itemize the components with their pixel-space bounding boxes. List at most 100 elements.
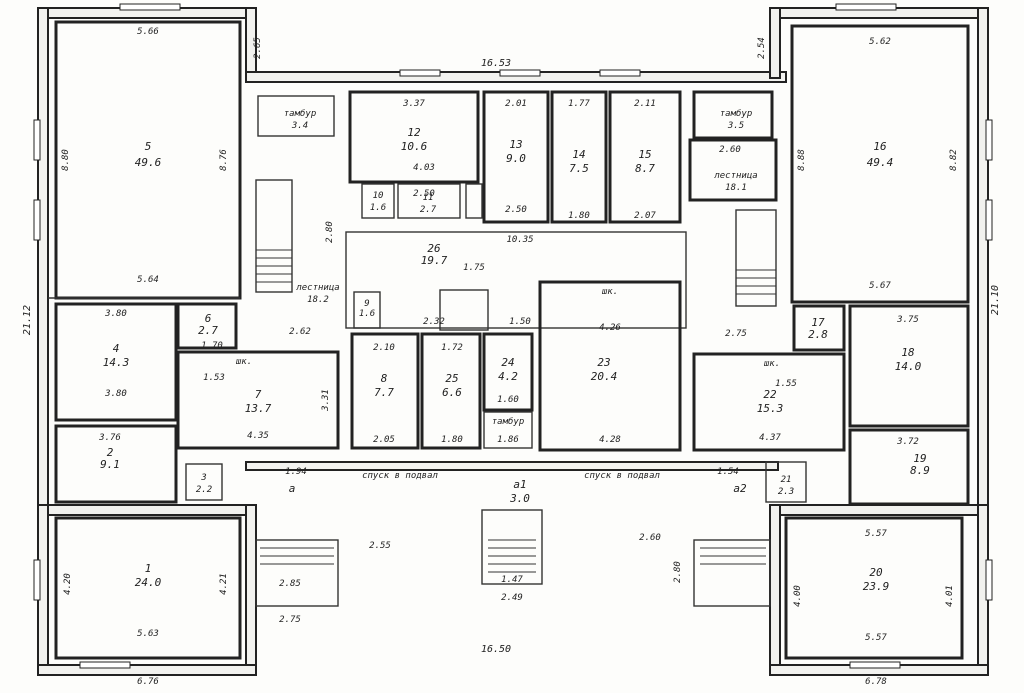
- room-number-19: 19: [913, 452, 926, 465]
- room-area-19: 8.9: [910, 464, 930, 477]
- room-number-2: 2: [107, 446, 114, 459]
- room-number-13: 13: [509, 138, 522, 151]
- dim-right-total: 21.10: [990, 285, 1001, 315]
- dim-corr-bottom: 10.35: [506, 235, 533, 245]
- dim-porch-mid-width: 1.47: [501, 575, 523, 585]
- room-area-18: 14.0: [895, 360, 922, 373]
- room-number-17: 17: [811, 316, 825, 329]
- room-number-25: 25: [445, 372, 458, 385]
- windows: [33, 3, 993, 669]
- dim-154: 1.54: [717, 467, 739, 477]
- room-number-1: 1: [145, 562, 152, 575]
- dim-r1-side2: 4.21: [219, 573, 229, 595]
- dim-r12-bottom: 4.03: [413, 163, 435, 173]
- room-area-20: 23.9: [863, 580, 890, 593]
- dim-r7-bottom: 4.35: [247, 431, 269, 441]
- room-area-21: 2.3: [778, 487, 794, 497]
- dim-r16-top: 5.62: [869, 37, 891, 47]
- room-number-12: 12: [407, 126, 421, 139]
- tambur-right-area: 3.5: [727, 121, 744, 131]
- dim-r14-top: 1.77: [568, 99, 590, 109]
- room-area-17: 2.8: [808, 328, 828, 341]
- dim-r7-side: 3.31: [321, 389, 331, 412]
- room-area-24: 4.2: [498, 370, 518, 383]
- stair-treads: [256, 249, 776, 573]
- stair-right-label: лестница: [713, 171, 757, 181]
- room-number-4: 4: [113, 342, 120, 355]
- dim-r16-bottom: 5.67: [869, 281, 891, 291]
- room-number-11: 11: [423, 193, 434, 203]
- room-area-22: 15.3: [757, 402, 784, 415]
- room-number-20: 20: [869, 566, 883, 579]
- dim-r16-side2: 8.82: [949, 149, 959, 171]
- room-labels: 5 49.6 16 49.4 12 10.6 13 9.0 14 7.5 15 …: [100, 126, 930, 593]
- tambur-left-area: 3.4: [291, 121, 308, 131]
- space-a2-label: a2: [733, 482, 747, 495]
- room-number-7: 7: [255, 388, 262, 401]
- room-area-5: 49.6: [135, 156, 162, 169]
- room-number-10: 10: [373, 191, 384, 201]
- room-number-14: 14: [572, 148, 585, 161]
- dim-153: 1.53: [203, 373, 225, 383]
- dim-porch-right: 2.60: [639, 533, 661, 543]
- room-number-18: 18: [901, 346, 915, 359]
- dim-r25-bottom: 1.80: [441, 435, 463, 445]
- room-area-23: 20.4: [591, 370, 618, 383]
- dim-r25-top: 1.72: [441, 343, 463, 353]
- dim-r4-bottom: 3.80: [104, 389, 127, 399]
- room-area-26: 19.7: [421, 254, 448, 267]
- dim-r15-top: 2.11: [634, 99, 656, 109]
- room-number-6: 6: [205, 312, 212, 325]
- room-area-12: 10.6: [401, 140, 428, 153]
- dim-r23-top: 4.26: [599, 323, 621, 333]
- room-number-15: 15: [638, 148, 651, 161]
- dim-r13-top: 2.01: [505, 99, 527, 109]
- dim-260: 2.60: [719, 145, 741, 155]
- dim-194: 1.94: [285, 467, 307, 477]
- dim-r1-bottom: 5.63: [137, 629, 159, 639]
- room-area-11: 2.7: [420, 205, 437, 215]
- room-number-24: 24: [501, 356, 514, 369]
- outer-walls: [37, 7, 989, 676]
- tambur-right-label: тамбур: [720, 108, 753, 119]
- room-number-9: 9: [364, 299, 369, 309]
- dim-porch-mid: 2.49: [501, 593, 523, 603]
- dim-r20-bottom: 5.57: [865, 633, 887, 643]
- dim-corr-left: 2.32: [423, 317, 445, 327]
- room-area-14: 7.5: [569, 162, 589, 175]
- room-area-13: 9.0: [506, 152, 526, 165]
- dim-r22-top: 2.75: [725, 329, 747, 339]
- dim-bottom-total: 16.50: [481, 644, 511, 655]
- room-area-6: 2.7: [198, 324, 218, 337]
- space-labels: тамбур 3.4 тамбур 3.5 лестница 18.2 лест…: [236, 108, 780, 495]
- dim-r20-side: 4.00: [793, 585, 803, 607]
- room-area-a1: 3.0: [509, 492, 530, 505]
- dim-bottom-left: 6.76: [137, 677, 159, 687]
- dim-160: 1.60: [497, 395, 519, 405]
- tambur-mid-label: тамбур: [492, 416, 525, 427]
- room-number-22: 22: [763, 388, 777, 401]
- dim-254: 2.54: [757, 37, 767, 59]
- room-area-16: 49.4: [867, 156, 894, 169]
- dim-porch-left-a: 2.85: [279, 579, 301, 589]
- room-number-26: 26: [427, 242, 441, 255]
- cellar-right-label: спуск в подвал: [584, 471, 660, 481]
- dim-r8-bottom: 2.05: [373, 435, 395, 445]
- dim-r5-bottom: 5.64: [137, 275, 159, 285]
- dim-r14-bottom: 1.80: [568, 211, 590, 221]
- dim-r5-side2: 8.76: [219, 149, 229, 171]
- stair-right-area: 18.1: [725, 183, 747, 193]
- dim-r20-top: 5.57: [865, 529, 887, 539]
- room-number-a1: a1: [513, 478, 526, 491]
- room-number-3: 3: [200, 473, 206, 483]
- dim-265: 2.65: [253, 37, 263, 59]
- dim-r5-side: 8.80: [61, 149, 71, 171]
- dim-porch-right-b: 2.80: [673, 561, 683, 583]
- stair-left-label: лестница: [295, 283, 339, 293]
- dim-r7-top: 2.62: [289, 327, 311, 337]
- closet-label-a: шк.: [602, 287, 618, 297]
- dim-r20-side2: 4.01: [945, 585, 955, 607]
- room-area-15: 8.7: [635, 162, 655, 175]
